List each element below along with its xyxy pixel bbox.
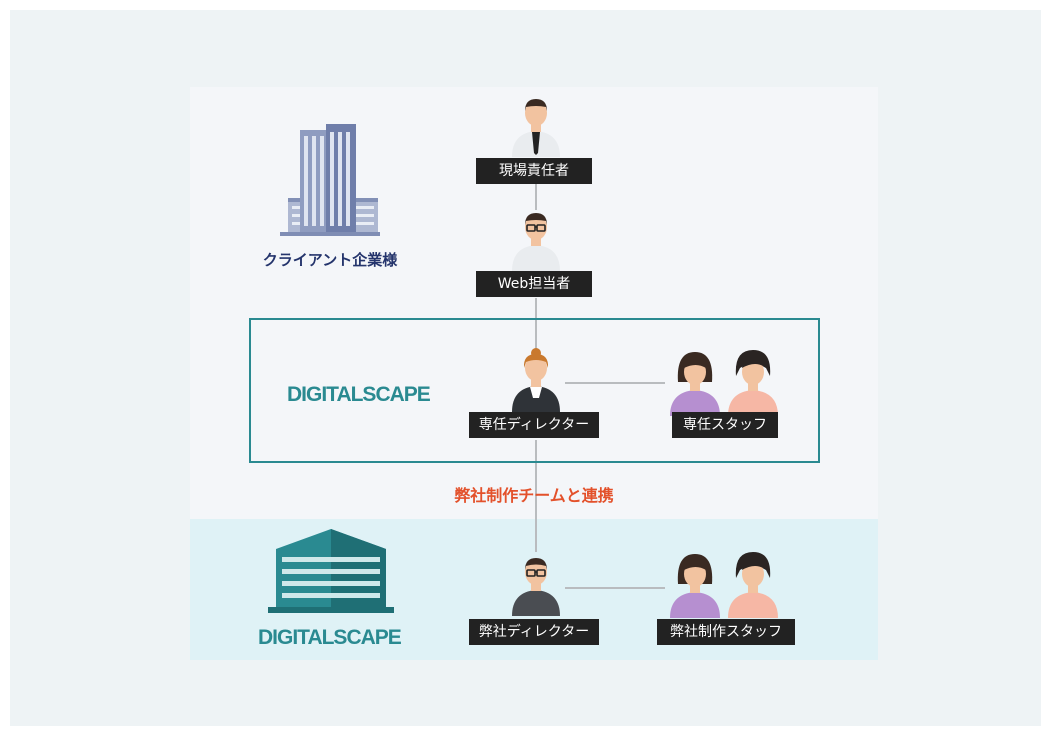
connector-line [565, 382, 665, 384]
site-manager-avatar-icon [512, 99, 560, 157]
digitalscape-logo: DIGITALSCAPE [258, 626, 402, 649]
site-manager-label: 現場責任者 [476, 158, 592, 184]
company-director-avatar-icon [512, 558, 560, 616]
collaboration-label: 弊社制作チームと連携 [454, 486, 614, 505]
team-frame [249, 318, 820, 463]
production-staff-avatar-icon [670, 552, 778, 618]
dedicated-staff-label: 専任スタッフ [672, 412, 778, 438]
company-director-label: 弊社ディレクター [469, 619, 599, 645]
production-staff-label: 弊社制作スタッフ [657, 619, 795, 645]
dedicated-director-avatar-icon [512, 348, 560, 412]
client-name: クライアント企業様 [262, 251, 398, 269]
dedicated-staff-avatar-icon [670, 350, 778, 416]
digitalscape-logo: DIGITALSCAPE [287, 383, 431, 406]
company-building-icon [268, 529, 394, 613]
connector-line [565, 587, 665, 589]
connector-line [535, 184, 537, 210]
dedicated-director-label: 専任ディレクター [469, 412, 599, 438]
connector-line [535, 298, 537, 350]
web-manager-label: Web担当者 [476, 271, 592, 297]
web-manager-avatar-icon [512, 213, 560, 271]
connector-line [535, 440, 537, 552]
client-building-icon [280, 124, 380, 236]
